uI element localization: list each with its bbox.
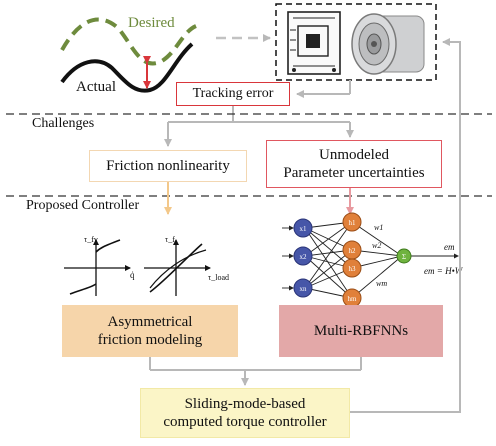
friction-nonlinearity-label: Friction nonlinearity: [106, 158, 230, 174]
svg-text:em: em: [444, 242, 455, 252]
friction-load-plot: τ_f τ_load: [144, 235, 229, 296]
unmodeled-line2: Parameter uncertainties: [283, 165, 425, 181]
svg-text:h2: h2: [349, 247, 357, 255]
svg-text:h3: h3: [349, 265, 357, 273]
asymmetrical-friction-box: Asymmetrical friction modeling: [62, 305, 238, 357]
svg-text:xn: xn: [300, 285, 308, 293]
input-node: [293, 218, 313, 238]
hidden-node: [342, 258, 362, 278]
circuit-board-icon: [287, 11, 341, 75]
svg-text:x1: x1: [300, 225, 308, 233]
desired-label: Desired: [128, 15, 175, 31]
desired-curve: [60, 17, 197, 66]
rbf-label: Multi-RBFNNs: [313, 323, 409, 339]
input-node: [293, 246, 313, 266]
hidden-node: [342, 212, 362, 232]
svg-text:τ_fv: τ_fv: [84, 235, 98, 244]
servo-motor-icon: [351, 13, 425, 75]
svg-text:τ_f: τ_f: [165, 235, 175, 244]
multi-rbfnn-box: Multi-RBFNNs: [279, 305, 443, 357]
nn-equation: em = H•W: [424, 266, 464, 276]
svg-text:w1: w1: [374, 223, 383, 232]
svg-text:wm: wm: [376, 279, 387, 288]
controller-box: Sliding-mode-based computed torque contr…: [140, 388, 350, 438]
actual-curve: [60, 42, 194, 93]
unmodeled-line1: Unmodeled: [319, 147, 389, 163]
svg-text:w2: w2: [372, 241, 381, 250]
svg-text:Σ: Σ: [402, 253, 406, 261]
hardware-frame: [275, 3, 437, 81]
smc-line1: Sliding-mode-based: [184, 396, 306, 412]
svg-text:τ_load: τ_load: [208, 273, 229, 282]
svg-text:x2: x2: [300, 253, 308, 261]
friction-velocity-plot: τ_fv q̇: [64, 235, 135, 296]
tracking-error-label: Tracking error: [192, 85, 274, 101]
svg-text:hm: hm: [348, 295, 358, 303]
svg-text:q̇: q̇: [130, 270, 135, 280]
asym-line1: Asymmetrical: [107, 314, 193, 330]
sum-node: [396, 248, 412, 264]
tracking-error-box: Tracking error: [176, 82, 290, 106]
smc-line2: computed torque controller: [163, 414, 327, 430]
input-node: [293, 278, 313, 298]
svg-text:h1: h1: [349, 219, 357, 227]
challenges-label: Challenges: [30, 116, 97, 132]
controller-feedback-loop: [350, 38, 461, 413]
proposed-controller-label: Proposed Controller: [24, 198, 142, 214]
asym-line2: friction modeling: [97, 332, 203, 348]
unmodeled-box: Unmodeled Parameter uncertainties: [266, 140, 442, 188]
friction-nonlinearity-box: Friction nonlinearity: [89, 150, 247, 182]
actual-label: Actual: [76, 79, 116, 95]
